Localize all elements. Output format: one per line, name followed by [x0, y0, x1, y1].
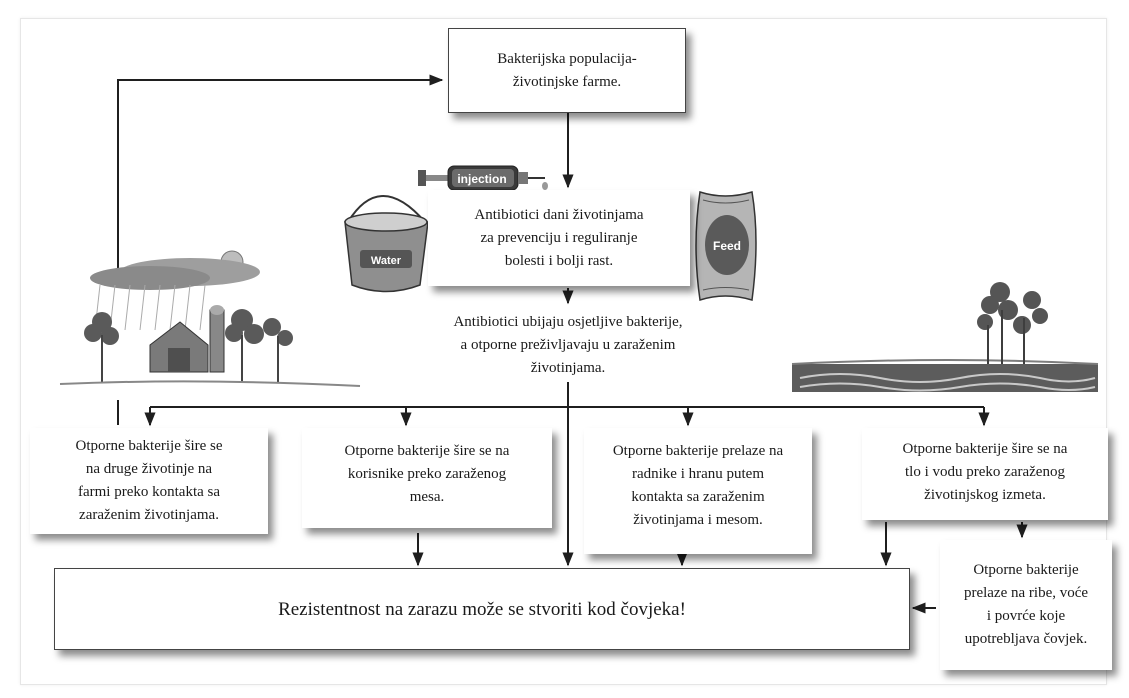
box-spread-workers: Otporne bakterije prelaze na radnike i h…: [584, 428, 812, 554]
arrow-feedback-loop: [117, 74, 444, 272]
farm-barn-rain-icon: [59, 250, 361, 387]
box-given-line: bolesti i bolji rast.: [504, 252, 614, 269]
box-kill-line: životinjama.: [530, 359, 606, 376]
svg-text:Water: Water: [371, 255, 402, 267]
box-workers-line: životinjama i mesom.: [633, 512, 763, 528]
box-food-line: Otporne bakterije: [973, 562, 1079, 578]
box-farm-population: Bakterijska populacija- životinjske farm…: [448, 28, 686, 113]
box-food-line: prelaze na ribe, voće: [963, 585, 1089, 601]
diagram-frame: [20, 18, 1107, 685]
box-food-line: upotrebljava čovjek.: [964, 631, 1088, 647]
box-spread-consumers: Otporne bakterije šire se na korisnike p…: [302, 428, 552, 528]
box-spread-animals: Otporne bakterije šire se na druge život…: [30, 428, 268, 534]
bucket-icon: Water: [344, 195, 429, 293]
feed-bag-icon: Feed: [695, 191, 757, 301]
box-farm-line: Bakterijska populacija-: [497, 50, 637, 67]
box-food-line: i povrće koje: [986, 608, 1066, 624]
box-consumers-line: Otporne bakterije šire se na: [344, 443, 510, 459]
syringe-icon: injection: [418, 165, 548, 191]
box-spread-soil: Otporne bakterije šire se na tlo i vodu …: [862, 428, 1108, 520]
box-soil-line: Otporne bakterije šire se na: [902, 441, 1068, 457]
box-given-line: Antibiotici dani životinjama: [474, 206, 644, 223]
box-soil-line: životinjskog izmeta.: [924, 487, 1046, 503]
box-workers-line: kontakta sa zaraženim: [631, 489, 765, 505]
box-result: Rezistentnost na zarazu može se stvoriti…: [54, 568, 910, 650]
box-soil-line: tlo i vodu preko zaraženog: [905, 464, 1065, 480]
svg-text:Feed: Feed: [713, 239, 741, 253]
result-text: Rezistentnost na zarazu može se stvoriti…: [278, 598, 686, 620]
box-given-line: za prevenciju i reguliranje: [480, 229, 638, 246]
box-kill-line: Antibiotici ubijaju osjetljive bakterije…: [453, 313, 683, 330]
box-animals-line: Otporne bakterije šire se: [75, 438, 223, 454]
box-consumers-line: korisnike preko zaraženog: [347, 466, 507, 482]
box-animals-line: farmi preko kontakta sa: [77, 484, 221, 500]
field-soil-water-icon: [791, 282, 1099, 392]
box-spread-food: Otporne bakterije prelaze na ribe, voće …: [940, 540, 1112, 670]
box-antibiotics-given: Antibiotici dani životinjama za prevenci…: [428, 190, 690, 286]
box-workers-line: radnike i hranu putem: [631, 466, 765, 482]
box-animals-line: na druge životinje na: [85, 461, 213, 477]
box-kill-line: a otporne preživljavaju u zaraženim: [460, 336, 676, 353]
box-workers-line: Otporne bakterije prelaze na: [612, 443, 784, 459]
svg-text:injection: injection: [457, 172, 506, 186]
box-consumers-line: mesa.: [409, 489, 445, 505]
box-antibiotics-kill: Antibiotici ubijaju osjetljive bakterije…: [408, 308, 728, 382]
box-animals-line: zaraženim životinjama.: [79, 507, 219, 523]
box-farm-line: životinjske farme.: [512, 73, 622, 90]
